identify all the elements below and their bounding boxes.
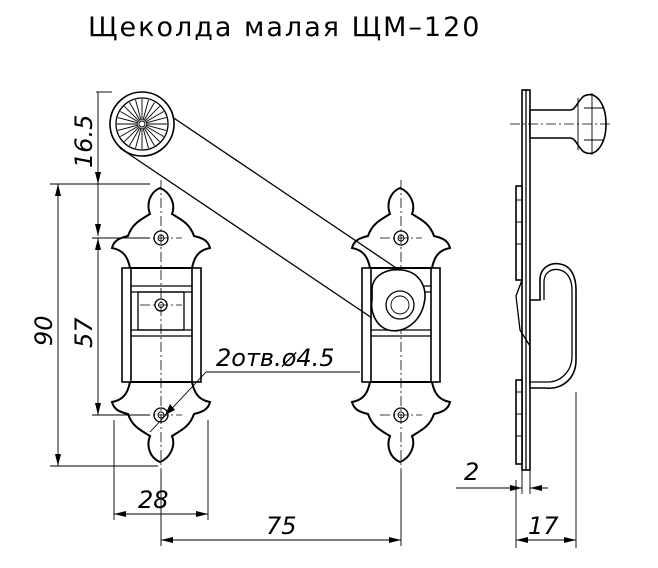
knob-ray bbox=[144, 126, 160, 142]
knob-ray bbox=[129, 127, 141, 146]
knob-ray bbox=[142, 99, 149, 121]
drawing-title: Щеколда малая ЩМ–120 bbox=[88, 12, 481, 43]
dim-knob-offset: 16.5 bbox=[70, 115, 98, 168]
knob-ray bbox=[135, 99, 142, 121]
knob-ray bbox=[124, 126, 140, 142]
side-view bbox=[510, 89, 612, 471]
right-plate bbox=[350, 180, 452, 470]
dim-height-overall: 90 bbox=[30, 315, 58, 346]
knob-icon bbox=[109, 91, 175, 157]
knob-ray bbox=[145, 125, 164, 137]
knob-ray bbox=[144, 106, 160, 122]
dim-plate-spacing: 75 bbox=[266, 512, 297, 540]
dim-width-plate: 28 bbox=[138, 486, 169, 514]
knob-ray bbox=[145, 117, 167, 124]
dim-depth: 17 bbox=[528, 512, 559, 540]
knob-ray bbox=[143, 127, 155, 146]
dim-holes-note: 2отв.ø4.5 bbox=[216, 344, 335, 372]
knob-ray bbox=[143, 102, 155, 121]
knob-ray bbox=[135, 127, 142, 149]
knob-ray bbox=[129, 102, 141, 121]
knob-ray bbox=[117, 117, 139, 124]
knob-ray bbox=[117, 124, 139, 131]
knob-ray bbox=[120, 125, 139, 137]
dimension-lines bbox=[50, 91, 577, 548]
knob-ray bbox=[145, 111, 164, 123]
knob-ray bbox=[145, 124, 167, 131]
knob-ray bbox=[120, 111, 139, 123]
latch-bar bbox=[119, 101, 426, 332]
knob-ray bbox=[142, 127, 149, 149]
dim-thickness: 2 bbox=[464, 458, 479, 486]
dim-hole-spacing: 57 bbox=[70, 317, 98, 348]
knob-ray bbox=[124, 106, 140, 122]
left-plate bbox=[110, 180, 212, 470]
